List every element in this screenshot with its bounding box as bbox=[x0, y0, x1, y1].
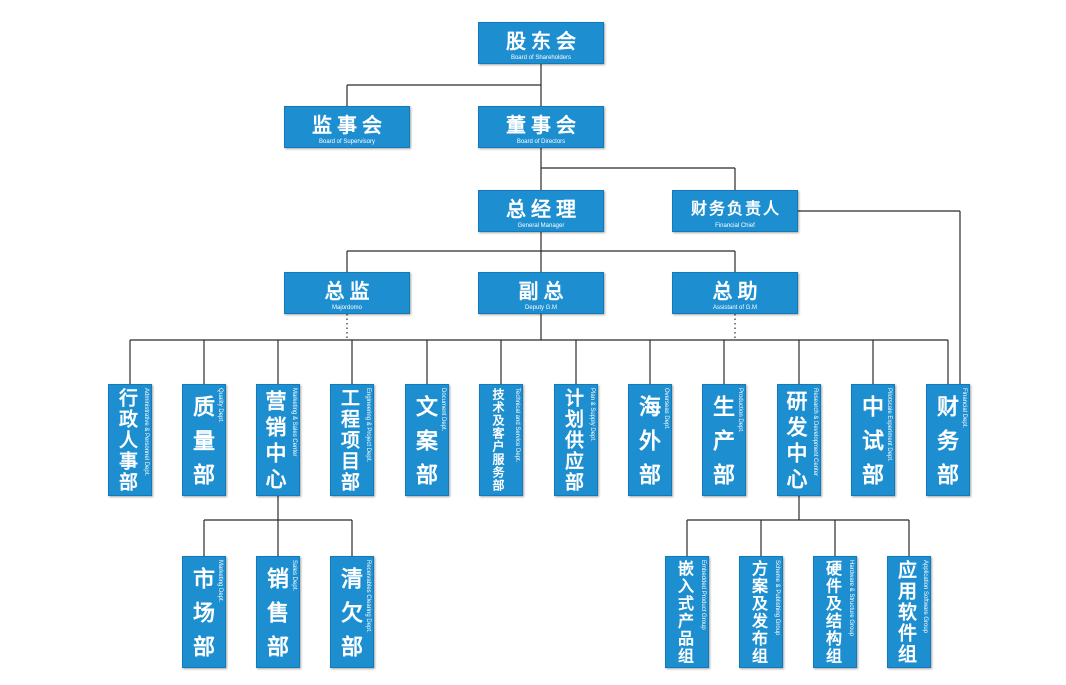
node-label: 质量部 bbox=[189, 395, 214, 496]
node-english-label: Pilotscale Experiment Dept. bbox=[886, 388, 892, 462]
node-board-of-directors: 董事会 Board of Directors bbox=[478, 106, 604, 148]
node-administrative-personnel-dept: 行政人事部 Administrative & Personnel Dept. bbox=[108, 384, 152, 496]
node-hardware-structure-group: 硬件及结构组 Hardware & Structure Group bbox=[813, 556, 857, 668]
node-english-label: Sales Dept. bbox=[291, 560, 297, 592]
node-overseas-dept: 海外部 Overseas Dept. bbox=[628, 384, 672, 496]
node-sales-dept: 销售部 Sales Dept. bbox=[256, 556, 300, 668]
node-english-label: Embedded Product Group bbox=[700, 560, 706, 630]
node-label: 监事会 bbox=[312, 113, 387, 137]
node-label: 研发中心 bbox=[784, 390, 808, 494]
node-label: 营销中心 bbox=[263, 390, 287, 494]
node-embedded-product-group: 嵌入式产品组 Embedded Product Group bbox=[665, 556, 709, 668]
node-english-label: Technical and Service Dept. bbox=[514, 388, 520, 463]
node-label: 副总 bbox=[518, 279, 569, 303]
node-english-label: Financial Dept. bbox=[961, 388, 967, 429]
node-label: 财务负责人 bbox=[690, 199, 781, 218]
node-english-label: Receivables Clearing Dept. bbox=[365, 560, 371, 633]
node-label: 工程项目部 bbox=[338, 388, 360, 493]
node-english-label: Marketing Dept. bbox=[217, 560, 223, 603]
node-document-dept: 文案部 Document Dept. bbox=[405, 384, 449, 496]
node-label: 总助 bbox=[712, 279, 763, 303]
node-label: 生产部 bbox=[709, 395, 734, 496]
node-english-label: Document Dept. bbox=[440, 388, 446, 432]
node-production-dept: 生产部 Production Dept. bbox=[702, 384, 746, 496]
node-english-label: Board of Shareholders bbox=[510, 55, 572, 61]
node-english-label: Board of Supervisory bbox=[318, 139, 376, 145]
node-label: 董事会 bbox=[506, 113, 581, 137]
node-english-label: Financial Chief bbox=[715, 223, 755, 229]
node-english-label: Deputy G.M bbox=[524, 305, 557, 311]
node-label: 财务部 bbox=[933, 395, 958, 496]
node-financial-chief: 财务负责人 Financial Chief bbox=[672, 190, 798, 232]
node-board-of-supervisory: 监事会 Board of Supervisory bbox=[284, 106, 410, 148]
node-financial-dept: 财务部 Financial Dept. bbox=[926, 384, 970, 496]
node-english-label: General Manager bbox=[517, 223, 565, 229]
node-general-manager: 总经理 General Manager bbox=[478, 190, 604, 232]
node-marketing-dept: 市场部 Marketing Dept. bbox=[182, 556, 226, 668]
node-english-label: Application Software Group bbox=[922, 560, 928, 634]
node-english-label: Administrative & Personnel Dept. bbox=[143, 388, 149, 477]
node-label: 销售部 bbox=[263, 567, 288, 668]
node-english-label: Board of Directors bbox=[516, 139, 566, 145]
node-receivables-clearing-dept: 清欠部 Receivables Clearing Dept. bbox=[330, 556, 374, 668]
node-english-label: Research & Development Center bbox=[812, 388, 818, 477]
node-label: 嵌入式产品组 bbox=[675, 560, 694, 665]
node-label: 海外部 bbox=[635, 395, 660, 496]
node-majordomo: 总监 Majordomo bbox=[284, 272, 410, 314]
node-english-label: Quality Dept. bbox=[217, 388, 223, 423]
node-english-label: Majordomo bbox=[331, 305, 362, 311]
node-label: 总监 bbox=[324, 279, 375, 303]
node-label: 硬件及结构组 bbox=[823, 560, 842, 665]
node-english-label: Plan & Supply Dept. bbox=[589, 388, 595, 442]
node-quality-dept: 质量部 Quality Dept. bbox=[182, 384, 226, 496]
node-label: 总经理 bbox=[506, 197, 581, 221]
node-label: 中试部 bbox=[858, 395, 883, 496]
node-marketing-sales-center: 营销中心 Marketing & Sales Center bbox=[256, 384, 300, 496]
node-label: 文案部 bbox=[412, 395, 437, 496]
node-scheme-publishing-group: 方案及发布组 Scheme & Publishing Group bbox=[739, 556, 783, 668]
node-engineering-project-dept: 工程项目部 Engineering & Project Dept. bbox=[330, 384, 374, 496]
node-application-software-group: 应用软件组 Application Software Group bbox=[887, 556, 931, 668]
node-label: 行政人事部 bbox=[116, 388, 138, 493]
node-english-label: Production Dept. bbox=[737, 388, 743, 433]
node-english-label: Scheme & Publishing Group bbox=[774, 560, 780, 636]
node-board-of-shareholders: 股东会 Board of Shareholders bbox=[478, 22, 604, 64]
node-plan-supply-dept: 计划供应部 Plan & Supply Dept. bbox=[554, 384, 598, 496]
node-label: 应用软件组 bbox=[895, 560, 917, 665]
node-english-label: Overseas Dept. bbox=[663, 388, 669, 430]
node-assistant-gm: 总助 Assistant of G.M bbox=[672, 272, 798, 314]
node-label: 市场部 bbox=[189, 567, 214, 668]
node-research-development-center: 研发中心 Research & Development Center bbox=[777, 384, 821, 496]
node-deputy-gm: 副总 Deputy G.M bbox=[478, 272, 604, 314]
node-english-label: Engineering & Project Dept. bbox=[365, 388, 371, 463]
node-pilotscale-experiment-dept: 中试部 Pilotscale Experiment Dept. bbox=[851, 384, 895, 496]
node-label: 方案及发布组 bbox=[749, 560, 768, 665]
node-english-label: Hardware & Structure Group bbox=[848, 560, 854, 637]
node-english-label: Assistant of G.M bbox=[712, 305, 757, 311]
node-label: 股东会 bbox=[506, 29, 581, 53]
node-label: 清欠部 bbox=[337, 567, 362, 668]
node-label: 计划供应部 bbox=[562, 388, 584, 493]
node-technical-service-dept: 技术及客户服务部 Technical and Service Dept. bbox=[479, 384, 523, 496]
node-english-label: Marketing & Sales Center bbox=[291, 388, 297, 457]
node-label: 技术及客户服务部 bbox=[491, 388, 505, 492]
